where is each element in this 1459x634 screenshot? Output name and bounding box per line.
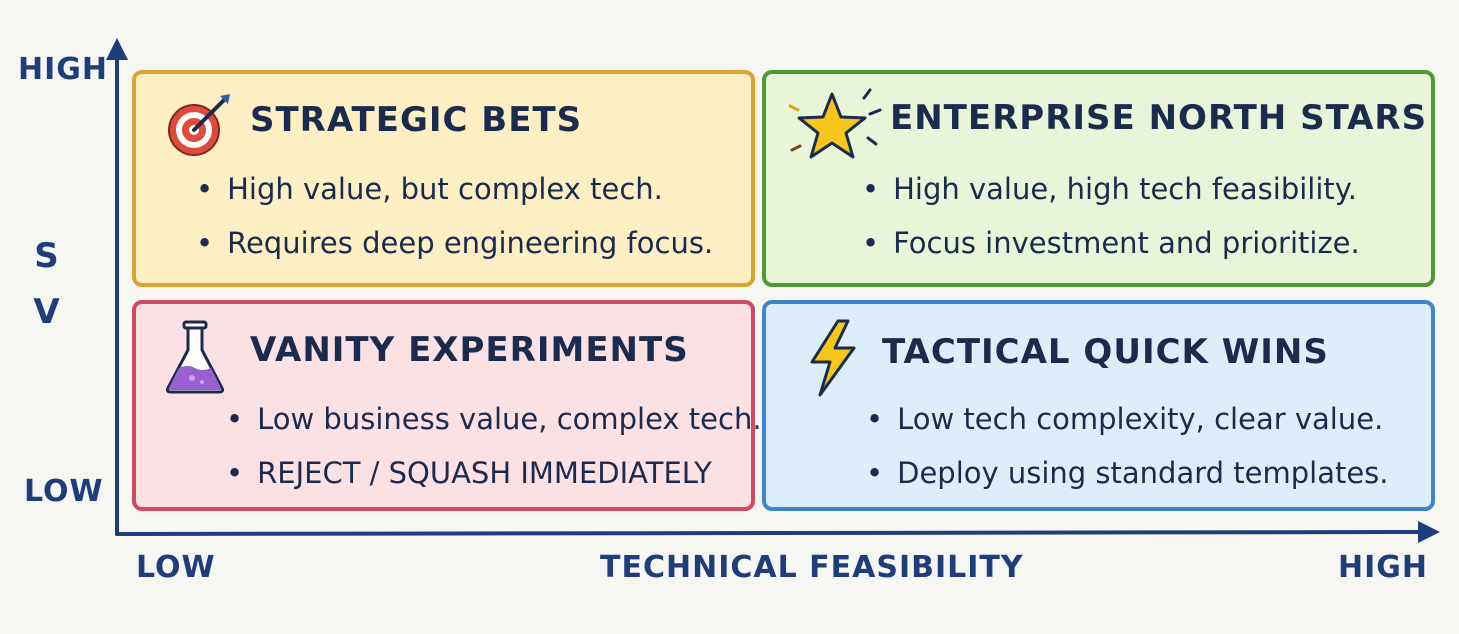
- quadrant-title: TACTICAL QUICK WINS: [882, 332, 1329, 372]
- bullet-list: High value, high tech feasibility. Focus…: [862, 162, 1360, 270]
- x-axis-line: [115, 530, 1430, 536]
- bullet-item: Low tech complexity, clear value.: [866, 392, 1389, 446]
- bullet-item: Requires deep engineering focus.: [196, 216, 713, 270]
- bullet-item: Focus investment and prioritize.: [862, 216, 1360, 270]
- quadrant-vanity-experiments: VANITY EXPERIMENTS Low business value, c…: [132, 300, 762, 511]
- quadrant-enterprise-north-stars: ENTERPRISE NORTH STARS High value, high …: [762, 70, 1435, 287]
- bullet-list: High value, but complex tech. Requires d…: [196, 162, 713, 270]
- star-icon: [788, 88, 882, 159]
- x-axis-title: TECHNICAL FEASIBILITY: [600, 550, 1024, 585]
- bullet-item: REJECT / SQUASH IMMEDIATELY: [226, 446, 762, 500]
- bullet-item: High value, but complex tech.: [196, 162, 713, 216]
- bullet-item: Low business value, complex tech.: [226, 392, 761, 446]
- x-axis-low-label: LOW: [136, 550, 216, 585]
- x-axis-high-label: HIGH: [1338, 550, 1429, 585]
- quadrant-title: VANITY EXPERIMENTS: [250, 330, 689, 370]
- bullet-list: Low tech complexity, clear value. Deploy…: [866, 392, 1389, 500]
- target-icon: [168, 94, 230, 156]
- y-axis-low-label: LOW: [24, 474, 104, 509]
- y-axis-arrow: [106, 38, 128, 60]
- bullet-item: Deploy using standard templates.: [866, 446, 1388, 500]
- y-axis-high-label: HIGH: [18, 52, 109, 87]
- bullet-list: Low business value, complex tech. REJECT…: [226, 392, 762, 500]
- bullet-item: High value, high tech feasibility.: [862, 162, 1360, 216]
- x-axis-arrow: [1418, 521, 1440, 543]
- quadrant-title: STRATEGIC BETS: [250, 100, 583, 140]
- quadrant-strategic-bets: STRATEGIC BETS High value, but complex t…: [132, 70, 755, 287]
- flask-icon: [165, 320, 225, 394]
- lightning-icon: [810, 319, 856, 397]
- quadrant-title: ENTERPRISE NORTH STARS: [890, 98, 1428, 138]
- quadrant-tactical-quick-wins: TACTICAL QUICK WINS Low tech complexity,…: [762, 300, 1435, 511]
